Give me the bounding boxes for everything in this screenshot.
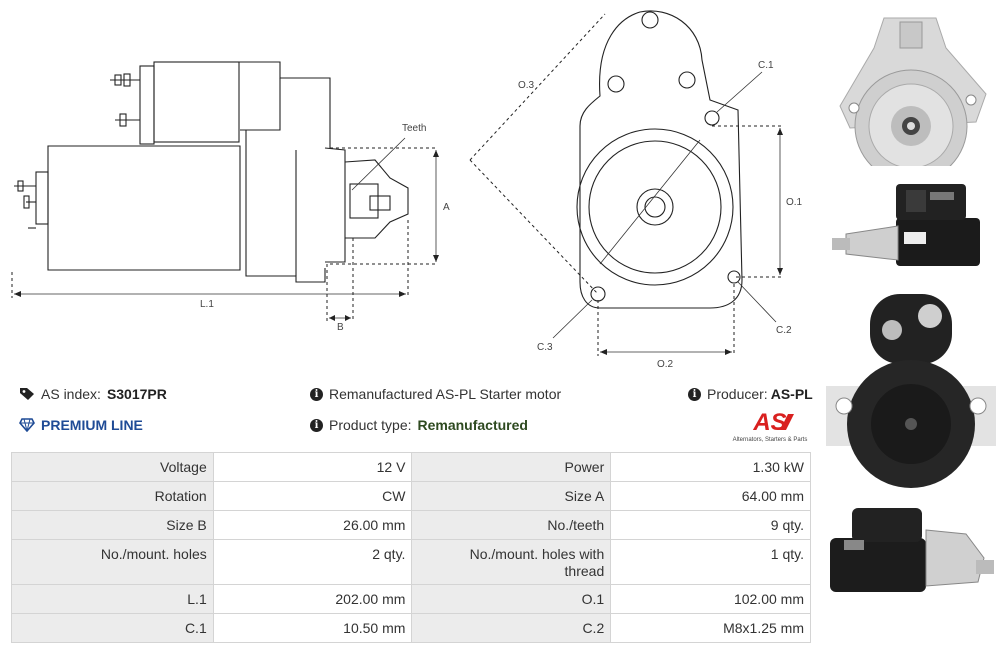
- spec-value: M8x1.25 mm: [610, 613, 811, 643]
- table-row: Size B 26.00 mm No./teeth 9 qty.: [11, 510, 811, 540]
- spec-value: 1 qty.: [610, 539, 811, 585]
- teeth-label: Teeth: [402, 123, 426, 134]
- as-index-label: AS index:: [41, 386, 101, 402]
- technical-drawing: Teeth A L.1 B O.3 C.1: [11, 10, 803, 370]
- spec-key: O.1: [411, 584, 612, 614]
- table-row: Voltage 12 V Power 1.30 kW: [11, 452, 811, 482]
- spec-table: Voltage 12 V Power 1.30 kW Rotation CW S…: [11, 452, 811, 643]
- spec-key: No./mount. holes: [11, 539, 214, 585]
- dim-c1-label: C.1: [758, 60, 774, 71]
- spec-key: Size A: [411, 481, 612, 511]
- spec-value: 64.00 mm: [610, 481, 811, 511]
- dim-o1-label: O.1: [786, 197, 803, 208]
- spec-value: 1.30 kW: [610, 452, 811, 482]
- dim-l1-label: L.1: [200, 299, 214, 310]
- dim-o2-label: O.2: [657, 359, 674, 370]
- spec-key: Size B: [11, 510, 214, 540]
- info-icon: i: [310, 387, 323, 401]
- tag-icon: [20, 388, 34, 400]
- dim-c3-label: C.3: [537, 342, 553, 353]
- dim-a-label: A: [443, 202, 450, 213]
- table-row: Rotation CW Size A 64.00 mm: [11, 481, 811, 511]
- diamond-icon: [19, 418, 35, 432]
- spec-key: C.1: [11, 613, 214, 643]
- spec-value: 12 V: [212, 452, 413, 482]
- dim-o3-label: O.3: [518, 80, 535, 91]
- spec-value: 102.00 mm: [610, 584, 811, 614]
- as-index-row: AS index: S3017PR: [19, 386, 167, 402]
- product-description: Remanufactured AS-PL Starter motor: [329, 386, 562, 402]
- as-pl-logo: AS Alternators, Starters & Parts: [728, 408, 812, 444]
- producer-row: i Producer: AS-PL: [688, 386, 813, 402]
- spec-key: No./mount. holes with thread: [411, 539, 612, 585]
- dim-c2-label: C.2: [776, 325, 792, 336]
- description-row: i Remanufactured AS-PL Starter motor: [310, 386, 561, 402]
- spec-value: 10.50 mm: [212, 613, 413, 643]
- spec-value: CW: [212, 481, 413, 511]
- product-type-row: i Product type: Remanufactured: [310, 417, 528, 433]
- spec-key: No./teeth: [411, 510, 612, 540]
- product-photo-front[interactable]: [826, 4, 996, 166]
- spec-key: Rotation: [11, 481, 214, 511]
- producer-value: AS-PL: [770, 386, 813, 402]
- table-row: L.1 202.00 mm O.1 102.00 mm: [11, 584, 811, 614]
- spec-value: 26.00 mm: [212, 510, 413, 540]
- spec-key: Power: [411, 452, 612, 482]
- product-photo-side[interactable]: [826, 180, 996, 280]
- spec-key: L.1: [11, 584, 214, 614]
- table-row: C.1 10.50 mm C.2 M8x1.25 mm: [11, 613, 811, 643]
- producer-label: Producer:: [707, 386, 768, 402]
- product-photo-rear[interactable]: [826, 290, 996, 496]
- product-type-value: Remanufactured: [417, 417, 528, 433]
- premium-line-badge: PREMIUM LINE: [41, 417, 143, 433]
- front-view-drawing: O.3 C.1 O.1 C.3 O.2 C.2: [469, 10, 803, 370]
- premium-line-row[interactable]: PREMIUM LINE: [19, 417, 143, 433]
- product-photo-angled[interactable]: [826, 500, 996, 600]
- as-index-value: S3017PR: [106, 386, 167, 402]
- table-row: No./mount. holes 2 qty. No./mount. holes…: [11, 539, 811, 585]
- svg-text:AS: AS: [752, 409, 786, 436]
- spec-value: 2 qty.: [212, 539, 413, 585]
- spec-key: C.2: [411, 613, 612, 643]
- product-type-label: Product type:: [329, 417, 412, 433]
- info-icon: i: [310, 418, 323, 432]
- dim-b-label: B: [337, 322, 344, 333]
- logo-tagline: Alternators, Starters & Parts: [733, 437, 808, 443]
- spec-key: Voltage: [11, 452, 214, 482]
- spec-value: 202.00 mm: [212, 584, 413, 614]
- info-icon: i: [688, 387, 701, 401]
- side-view-drawing: Teeth A L.1 B: [11, 61, 450, 333]
- spec-value: 9 qty.: [610, 510, 811, 540]
